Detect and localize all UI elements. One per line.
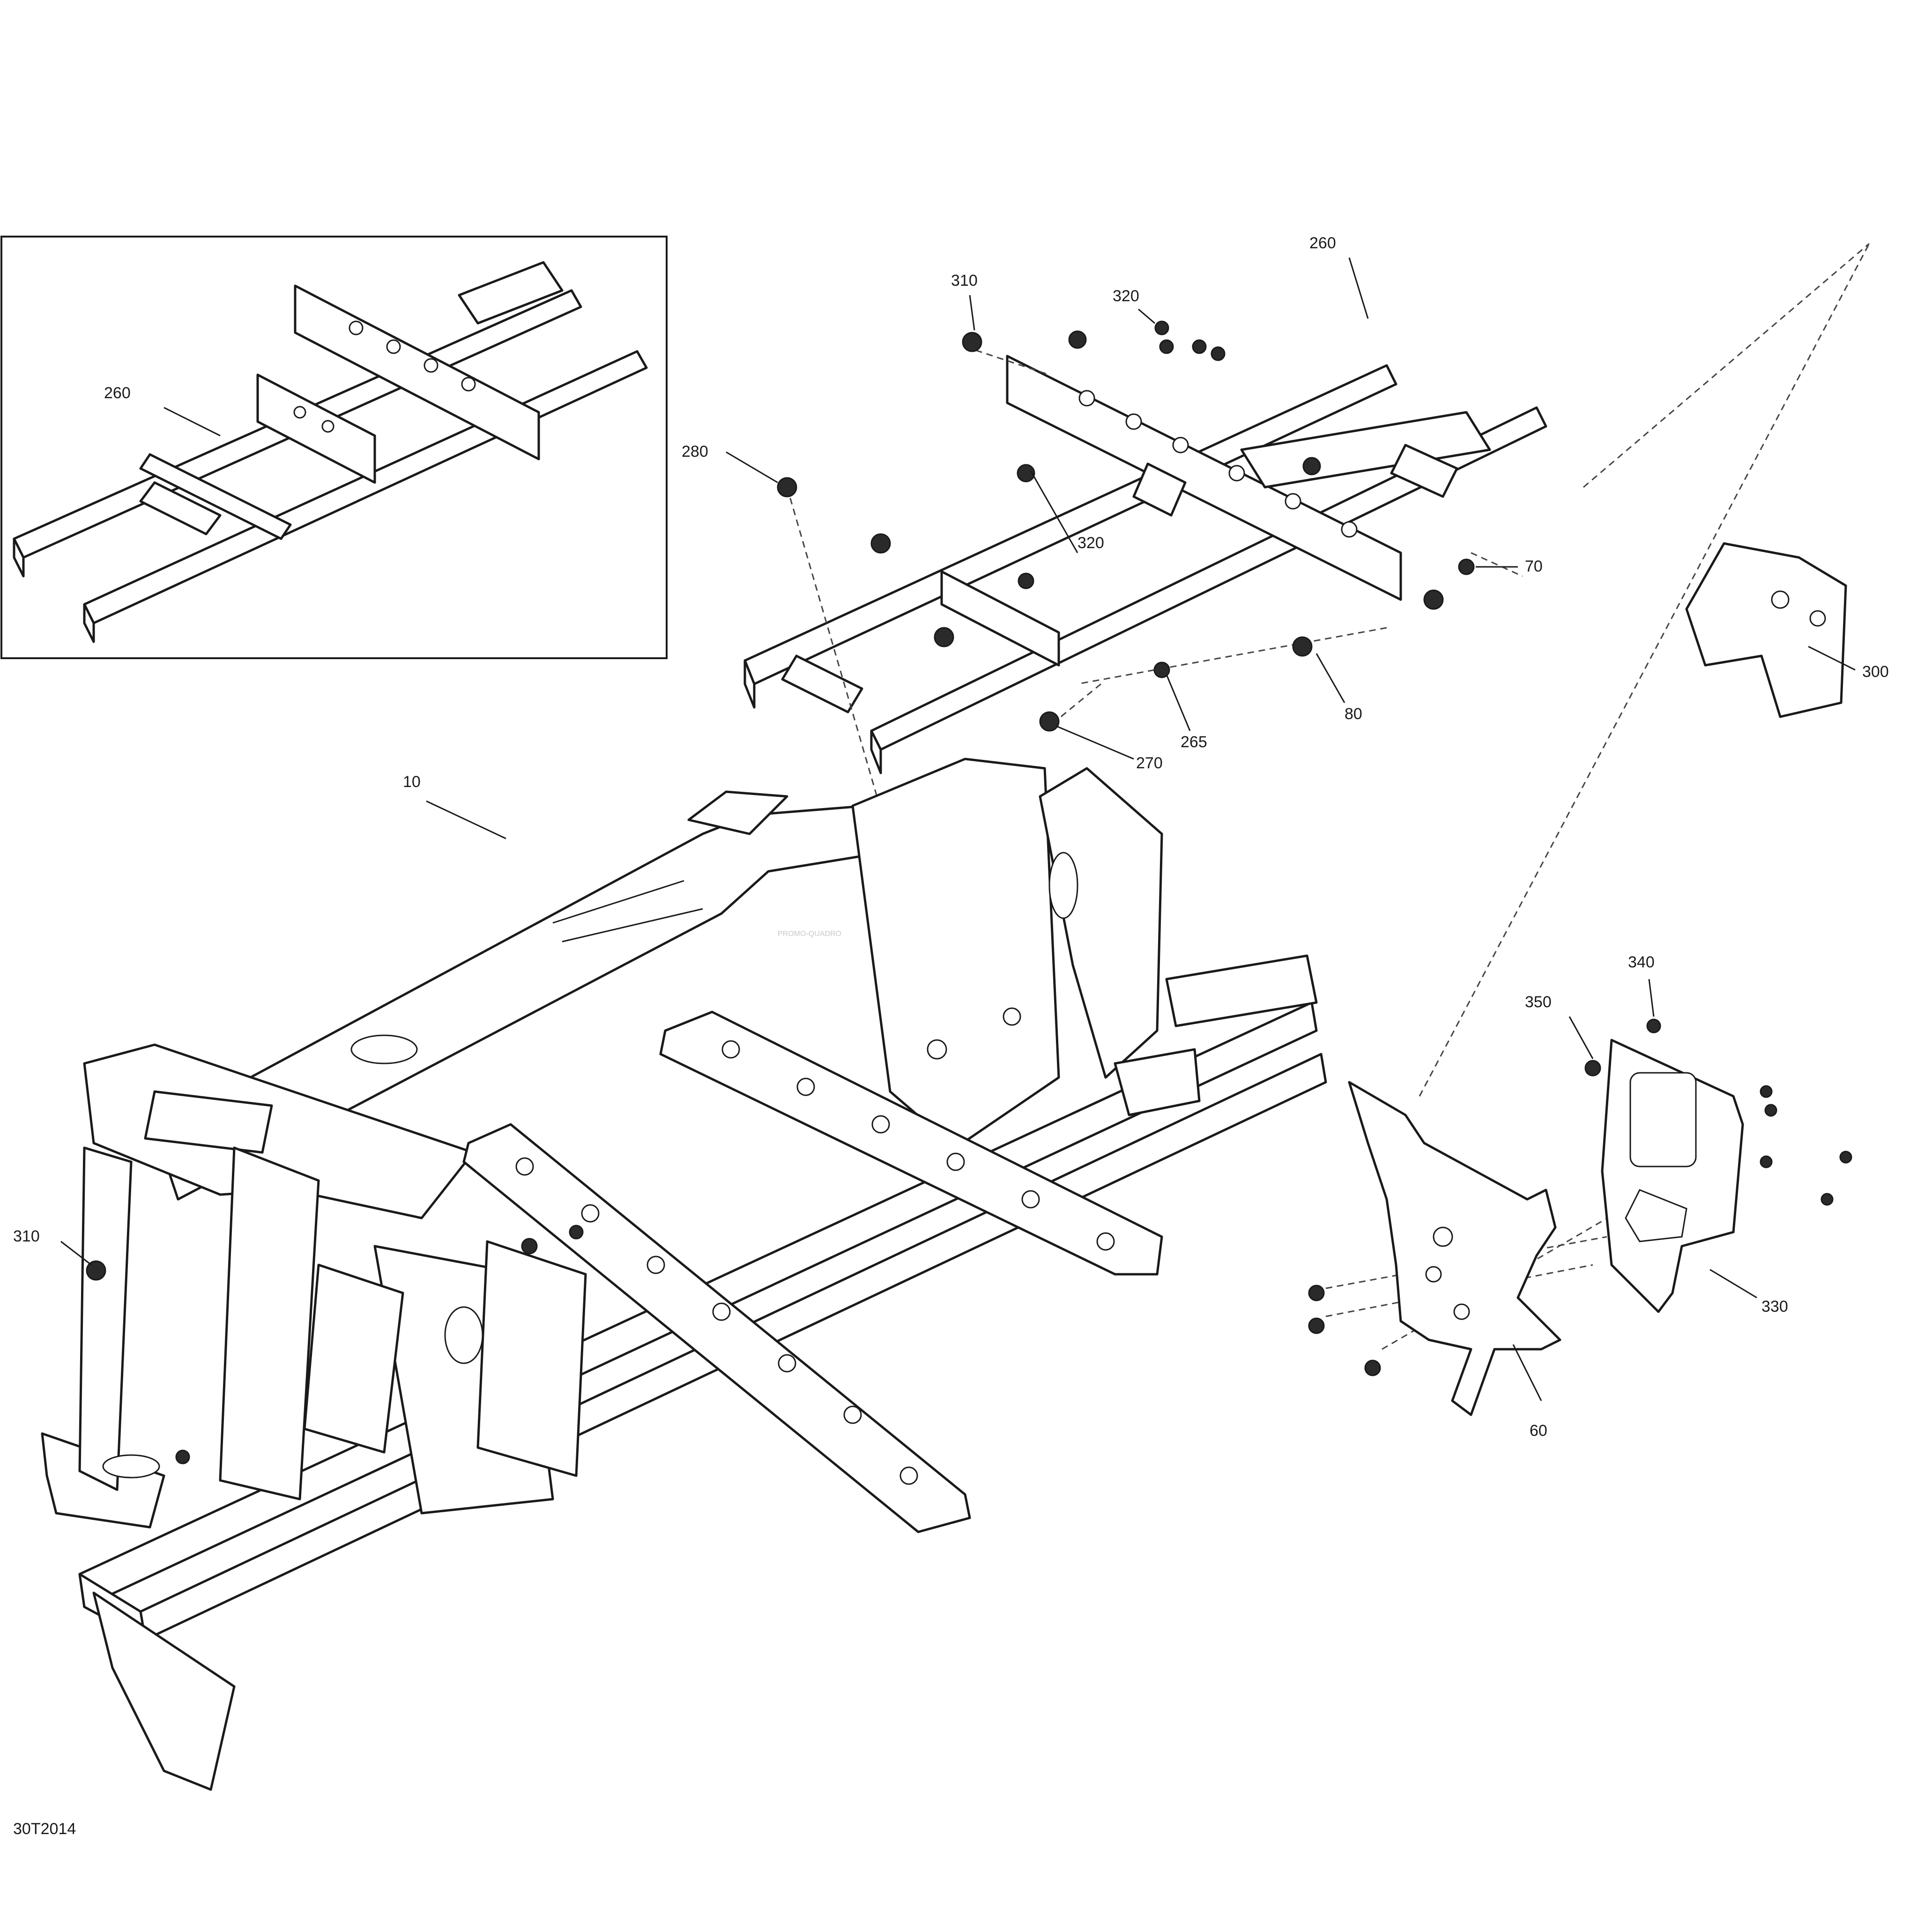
callout-80: 80 (1345, 705, 1362, 723)
callout-60: 60 (1530, 1422, 1547, 1440)
callout-330: 330 (1761, 1298, 1788, 1315)
upper-hardware (777, 320, 1475, 732)
inset-panel (0, 236, 668, 659)
lower-right-hardware (1308, 1018, 1852, 1376)
inset-subframe-drawing (13, 261, 648, 643)
callout-320-top: 320 (1113, 287, 1139, 305)
callout-350: 350 (1525, 993, 1552, 1011)
callout-340: 340 (1628, 953, 1655, 971)
callout-70: 70 (1525, 557, 1543, 575)
figure-code: 30T2014 (13, 1820, 76, 1838)
main-frame-10 (41, 758, 1327, 1791)
callout-260: 260 (1309, 234, 1336, 252)
callout-300: 300 (1862, 663, 1889, 681)
callout-labels: 260 260 310 320 280 320 70 80 265 270 30… (13, 234, 1889, 1440)
callout-260-inset: 260 (104, 384, 131, 402)
watermark-text: PROMO-QUADRO (778, 930, 841, 938)
callout-10: 10 (403, 773, 421, 791)
bracket-300 (1685, 542, 1847, 718)
callout-leaders (60, 257, 1856, 1401)
callout-310-top: 310 (951, 272, 978, 290)
inset-frame (0, 236, 668, 659)
callout-270: 270 (1136, 754, 1163, 772)
footrest-plate-330 (1601, 1039, 1744, 1313)
callout-310-bottom: 310 (13, 1227, 40, 1245)
front-hardware (86, 1225, 584, 1464)
callout-280: 280 (682, 443, 708, 461)
callout-320-mid: 320 (1077, 534, 1104, 552)
upper-subframe-260 (743, 355, 1547, 774)
footrest-bracket-60 (1348, 1081, 1561, 1416)
callout-265: 265 (1181, 733, 1207, 751)
